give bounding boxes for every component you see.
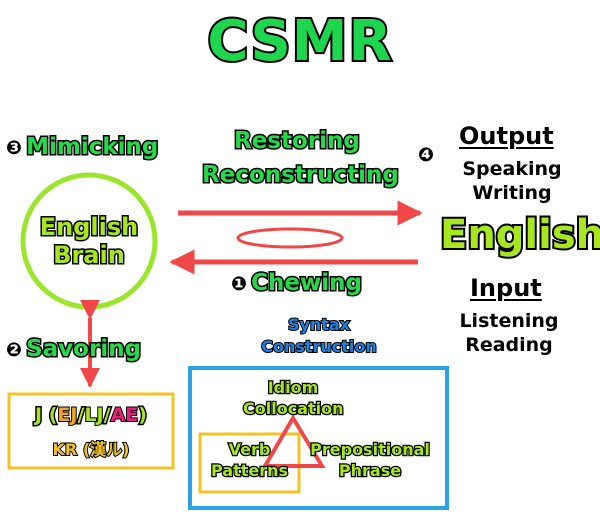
mimicking-text: Mimicking <box>25 133 160 162</box>
brain-line-2: Brain <box>52 240 127 270</box>
input-reading: Reading <box>465 334 553 356</box>
cycle-ellipse <box>236 227 344 249</box>
step-3-number: ❸ <box>6 137 23 159</box>
prepositional-phrase: Prepositional Phrase <box>302 439 438 482</box>
j-sep-1: / <box>76 403 86 428</box>
j-sep-2: / <box>102 403 112 428</box>
syntax-construction: Syntax Construction <box>252 314 386 357</box>
j-lj: LJ <box>83 403 104 427</box>
j-line: J (EJ/LJ/AE) <box>9 403 173 428</box>
idiom-collocation: Idiom Collocation <box>242 377 345 420</box>
verb-patterns-box <box>198 432 301 494</box>
input-heading: Input <box>470 274 542 302</box>
step-2-number: ❷ <box>6 339 23 361</box>
step-1-number: ❶ <box>231 273 248 295</box>
syntax-triangle <box>261 414 326 468</box>
brain-line-1: English <box>38 212 139 242</box>
reconstructing-label: Reconstructing <box>201 161 401 190</box>
syntax-box <box>188 366 449 510</box>
chewing-text: Chewing <box>250 269 364 298</box>
j-ej: EJ <box>56 403 78 427</box>
output-speaking: Speaking <box>462 158 562 180</box>
diagram-title: CSMR <box>205 9 393 74</box>
input-listening: Listening <box>459 310 559 332</box>
kr-line: KR (漢ル) <box>52 439 131 460</box>
restoring-label: Restoring <box>233 127 362 156</box>
verb-line-1: Verb <box>227 439 271 460</box>
j-box <box>7 392 175 470</box>
prep-line-1: Prepositional <box>309 439 431 460</box>
verb-patterns: Verb Patterns <box>200 439 299 482</box>
syntax-line-2: Construction <box>260 336 378 357</box>
idiom-line-1: Idiom <box>266 377 319 398</box>
j-ae: AE <box>110 403 140 427</box>
j-suffix: ) <box>137 403 149 428</box>
syntax-line-1: Syntax <box>287 314 351 335</box>
output-writing: Writing <box>472 182 552 204</box>
output-heading: Output <box>459 122 554 150</box>
english-word: English <box>438 210 600 260</box>
step-4-number: ❹ <box>418 144 435 166</box>
verb-line-2: Patterns <box>210 460 290 481</box>
english-brain: English Brain <box>28 212 150 270</box>
idiom-line-2: Collocation <box>242 398 345 419</box>
savoring-text: Savoring <box>25 335 143 364</box>
j-prefix: J ( <box>34 403 59 428</box>
prep-line-2: Phrase <box>338 460 403 481</box>
